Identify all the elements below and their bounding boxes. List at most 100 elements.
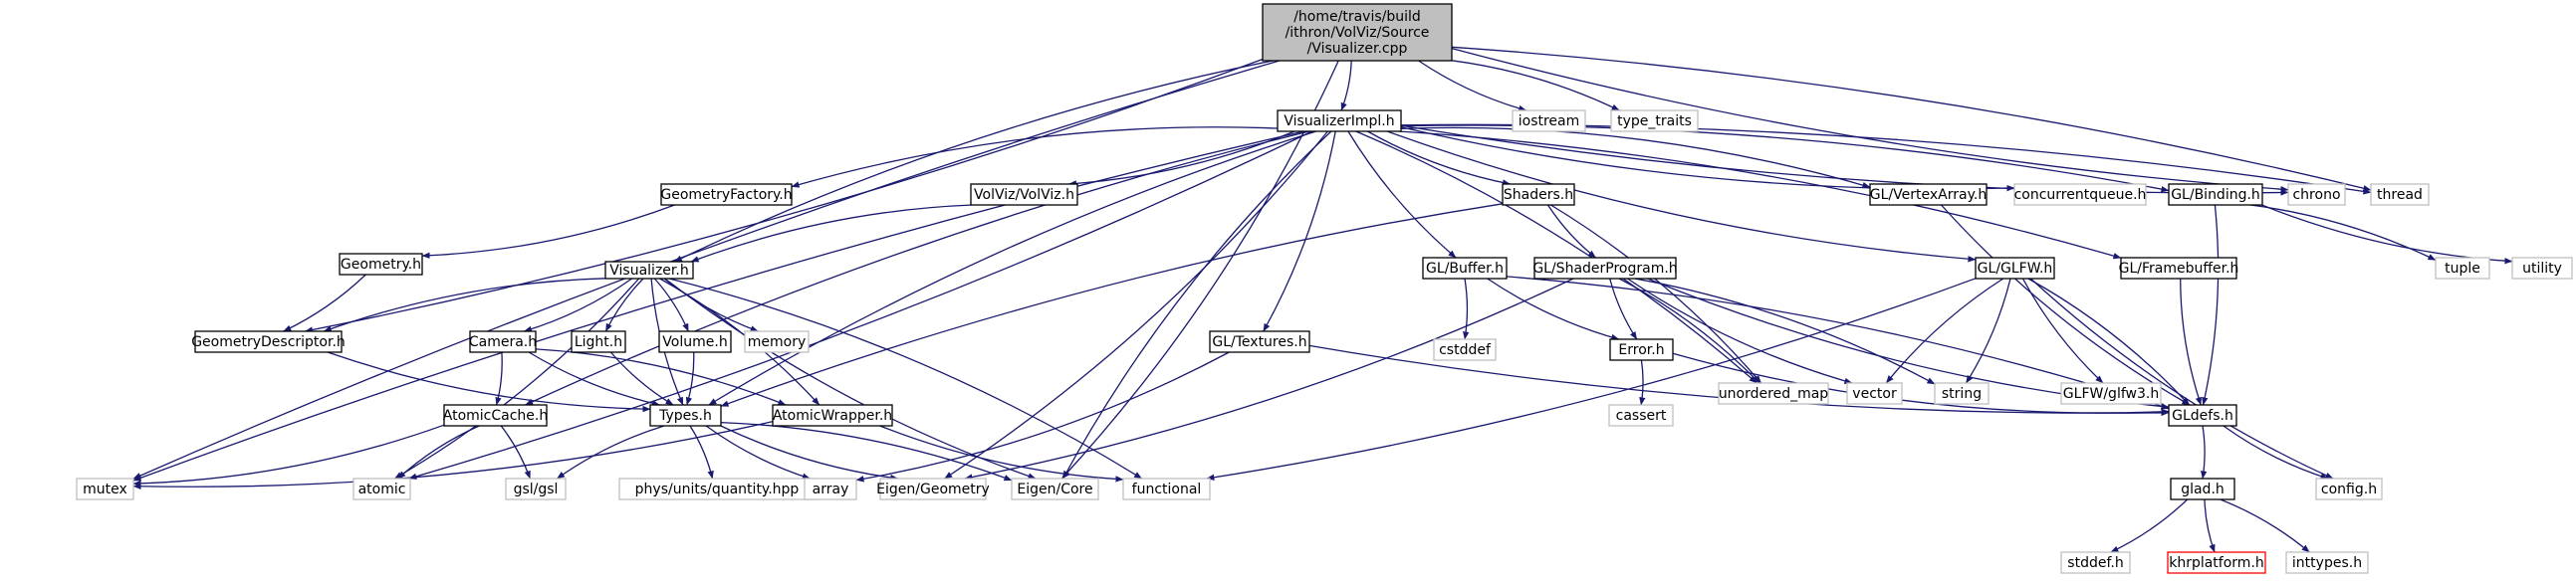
edge-visualizer_cpp-to-thread xyxy=(1451,46,2372,192)
node-box-eigen_core xyxy=(1011,478,1099,500)
node-box-array xyxy=(804,478,857,500)
edge-visualizer_h-to-eigen_core xyxy=(664,278,1037,480)
edge-error_h-to-gldefs_h xyxy=(1672,352,2170,416)
node-eigen_geometry: Eigen/Geometry xyxy=(876,478,990,500)
edge-visualizer_cpp-to-mutex xyxy=(132,60,1281,480)
edge-gl_buffer_h-to-error_h xyxy=(1487,278,1620,341)
node-box-cstddef xyxy=(1433,338,1497,361)
node-label-gl_framebuffer_h: GL/Framebuffer.h xyxy=(2119,261,2239,277)
node-visualizerimpl_h[interactable]: VisualizerImpl.h xyxy=(1277,109,1402,132)
node-config_h: config.h xyxy=(2315,478,2383,500)
node-functional: functional xyxy=(1122,478,1211,500)
node-geometryfactory_h[interactable]: GeometryFactory.h xyxy=(660,183,793,206)
node-box-gl_glfw_h xyxy=(1975,257,2055,280)
edge-shaders_h-to-gl_shaderprogram_h xyxy=(1546,204,1596,259)
node-visualizer_cpp: /home/travis/build/ithron/VolViz/Source/… xyxy=(1262,3,1453,62)
node-types_h[interactable]: Types.h xyxy=(649,404,722,427)
edge-gl_binding_h-to-tuple xyxy=(2250,204,2437,261)
edge-geometryfactory_h-to-geometry_h xyxy=(421,204,675,259)
edge-types_h-to-phys_units_quantity_hpp xyxy=(689,425,714,480)
edge-gl_shaderprogram_h-to-string xyxy=(1634,278,1936,385)
edge-visualizerimpl_h-to-gl_binding_h xyxy=(1400,124,2170,193)
node-geometry_h[interactable]: Geometry.h xyxy=(339,253,423,276)
edge-visualizer_h-to-light_h xyxy=(604,278,644,332)
edge-visualizer_cpp-to-visualizerimpl_h xyxy=(1340,60,1352,111)
node-cassert: cassert xyxy=(1608,404,1674,427)
node-label-volviz_h: VolViz/VolViz.h xyxy=(974,187,1074,203)
node-box-concurrentqueue_h xyxy=(2013,183,2147,206)
node-box-geometryfactory_h xyxy=(660,183,793,206)
edge-error_h-to-cassert xyxy=(1639,359,1646,406)
node-light_h[interactable]: Light.h xyxy=(571,330,626,353)
node-gl_binding_h[interactable]: GL/Binding.h xyxy=(2168,183,2263,206)
node-stddef_h: stddef.h xyxy=(2060,551,2131,574)
edge-gldefs_h-to-config_h xyxy=(2223,425,2329,480)
node-box-gl_buffer_h xyxy=(1422,257,1508,280)
node-box-gldefs_h xyxy=(2168,404,2237,427)
node-box-gsl_gsl xyxy=(505,478,567,500)
node-gl_framebuffer_h[interactable]: GL/Framebuffer.h xyxy=(2119,257,2239,280)
node-atomicwrapper_h[interactable]: AtomicWrapper.h xyxy=(772,404,893,427)
node-visualizer_h[interactable]: Visualizer.h xyxy=(604,261,694,280)
node-label-gl_textures_h: GL/Textures.h xyxy=(1212,334,1306,350)
node-label-geometryfactory_h: GeometryFactory.h xyxy=(660,187,792,203)
edge-visualizer_h-to-volume_h xyxy=(653,278,689,332)
node-label-unordered_map: unordered_map xyxy=(1719,386,1828,402)
node-camera_h[interactable]: Camera.h xyxy=(469,330,537,353)
node-box-volviz_h xyxy=(970,183,1078,206)
node-box-visualizer_h xyxy=(604,261,694,280)
node-box-config_h xyxy=(2315,478,2383,500)
node-box-khrplatform_h xyxy=(2167,551,2266,574)
edge-gl_shaderprogram_h-to-eigen_geometry xyxy=(964,278,1574,481)
node-label-tuple: tuple xyxy=(2445,261,2480,277)
node-label-gldefs_h: GLdefs.h xyxy=(2172,408,2233,424)
edge-atomiccache_h-to-atomic xyxy=(397,425,480,480)
node-gl_buffer_h[interactable]: GL/Buffer.h xyxy=(1422,257,1508,280)
edge-visualizer_h-to-functional xyxy=(668,278,1143,480)
node-shaders_h[interactable]: Shaders.h xyxy=(1502,183,1575,206)
edge-visualizer_cpp-to-visualizer_h xyxy=(673,60,1274,263)
node-glad_h[interactable]: glad.h xyxy=(2170,478,2235,500)
node-gl_shaderprogram_h[interactable]: GL/ShaderProgram.h xyxy=(1532,257,1678,280)
node-label-visualizerimpl_h: VisualizerImpl.h xyxy=(1284,113,1394,129)
edge-types_h-to-array xyxy=(705,425,811,480)
node-gl_textures_h[interactable]: GL/Textures.h xyxy=(1209,330,1310,353)
node-label-visualizer_cpp-line-0: /home/travis/build xyxy=(1293,9,1421,25)
node-geometrydescriptor_h[interactable]: GeometryDescriptor.h xyxy=(191,330,346,353)
node-concurrentqueue_h: concurrentqueue.h xyxy=(2013,183,2147,206)
node-label-eigen_geometry: Eigen/Geometry xyxy=(876,482,990,497)
node-volviz_h[interactable]: VolViz/VolViz.h xyxy=(970,183,1078,206)
node-label-shaders_h: Shaders.h xyxy=(1504,187,1573,203)
node-label-khrplatform_h: khrplatform.h xyxy=(2169,555,2264,571)
node-error_h[interactable]: Error.h xyxy=(1609,338,1674,361)
node-gl_vertexarray_h[interactable]: GL/VertexArray.h xyxy=(1869,183,1988,206)
node-gsl_gsl: gsl/gsl xyxy=(505,478,567,500)
edge-types_h-to-eigen_geometry xyxy=(720,425,899,482)
node-label-chrono: chrono xyxy=(2292,187,2340,203)
node-label-visualizer_cpp-line-1: /ithron/VolViz/Source xyxy=(1286,25,1430,41)
edge-volume_h-to-types_h xyxy=(685,351,695,406)
node-vector: vector xyxy=(1846,382,1903,405)
node-label-visualizer_cpp-line-2: /Visualizer.cpp xyxy=(1307,41,1408,57)
node-volume_h[interactable]: Volume.h xyxy=(658,330,732,353)
node-box-geometry_h xyxy=(339,253,423,276)
node-thread: thread xyxy=(2370,183,2430,206)
node-glfw_glfw3_h: GLFW/glfw3.h xyxy=(2060,382,2162,405)
node-label-types_h: Types.h xyxy=(658,408,712,424)
node-label-cstddef: cstddef xyxy=(1439,342,1492,358)
node-gl_glfw_h[interactable]: GL/GLFW.h xyxy=(1975,257,2055,280)
node-atomiccache_h[interactable]: AtomicCache.h xyxy=(443,404,548,427)
node-box-atomic xyxy=(352,478,411,500)
node-box-utility xyxy=(2511,257,2573,280)
node-label-volume_h: Volume.h xyxy=(662,334,727,350)
edge-visualizer_cpp-to-type_traits xyxy=(1451,60,1620,111)
node-label-light_h: Light.h xyxy=(575,334,622,350)
node-label-cassert: cassert xyxy=(1616,408,1667,424)
node-iostream: iostream xyxy=(1512,109,1586,132)
edge-visualizerimpl_h-to-chrono xyxy=(1400,124,2289,196)
edge-visualizer_h-to-geometrydescriptor_h xyxy=(323,278,606,332)
node-box-unordered_map xyxy=(1718,382,1829,405)
node-gldefs_h[interactable]: GLdefs.h xyxy=(2168,404,2237,427)
node-box-types_h xyxy=(649,404,722,427)
edge-atomiccache_h-to-mutex xyxy=(132,424,445,488)
